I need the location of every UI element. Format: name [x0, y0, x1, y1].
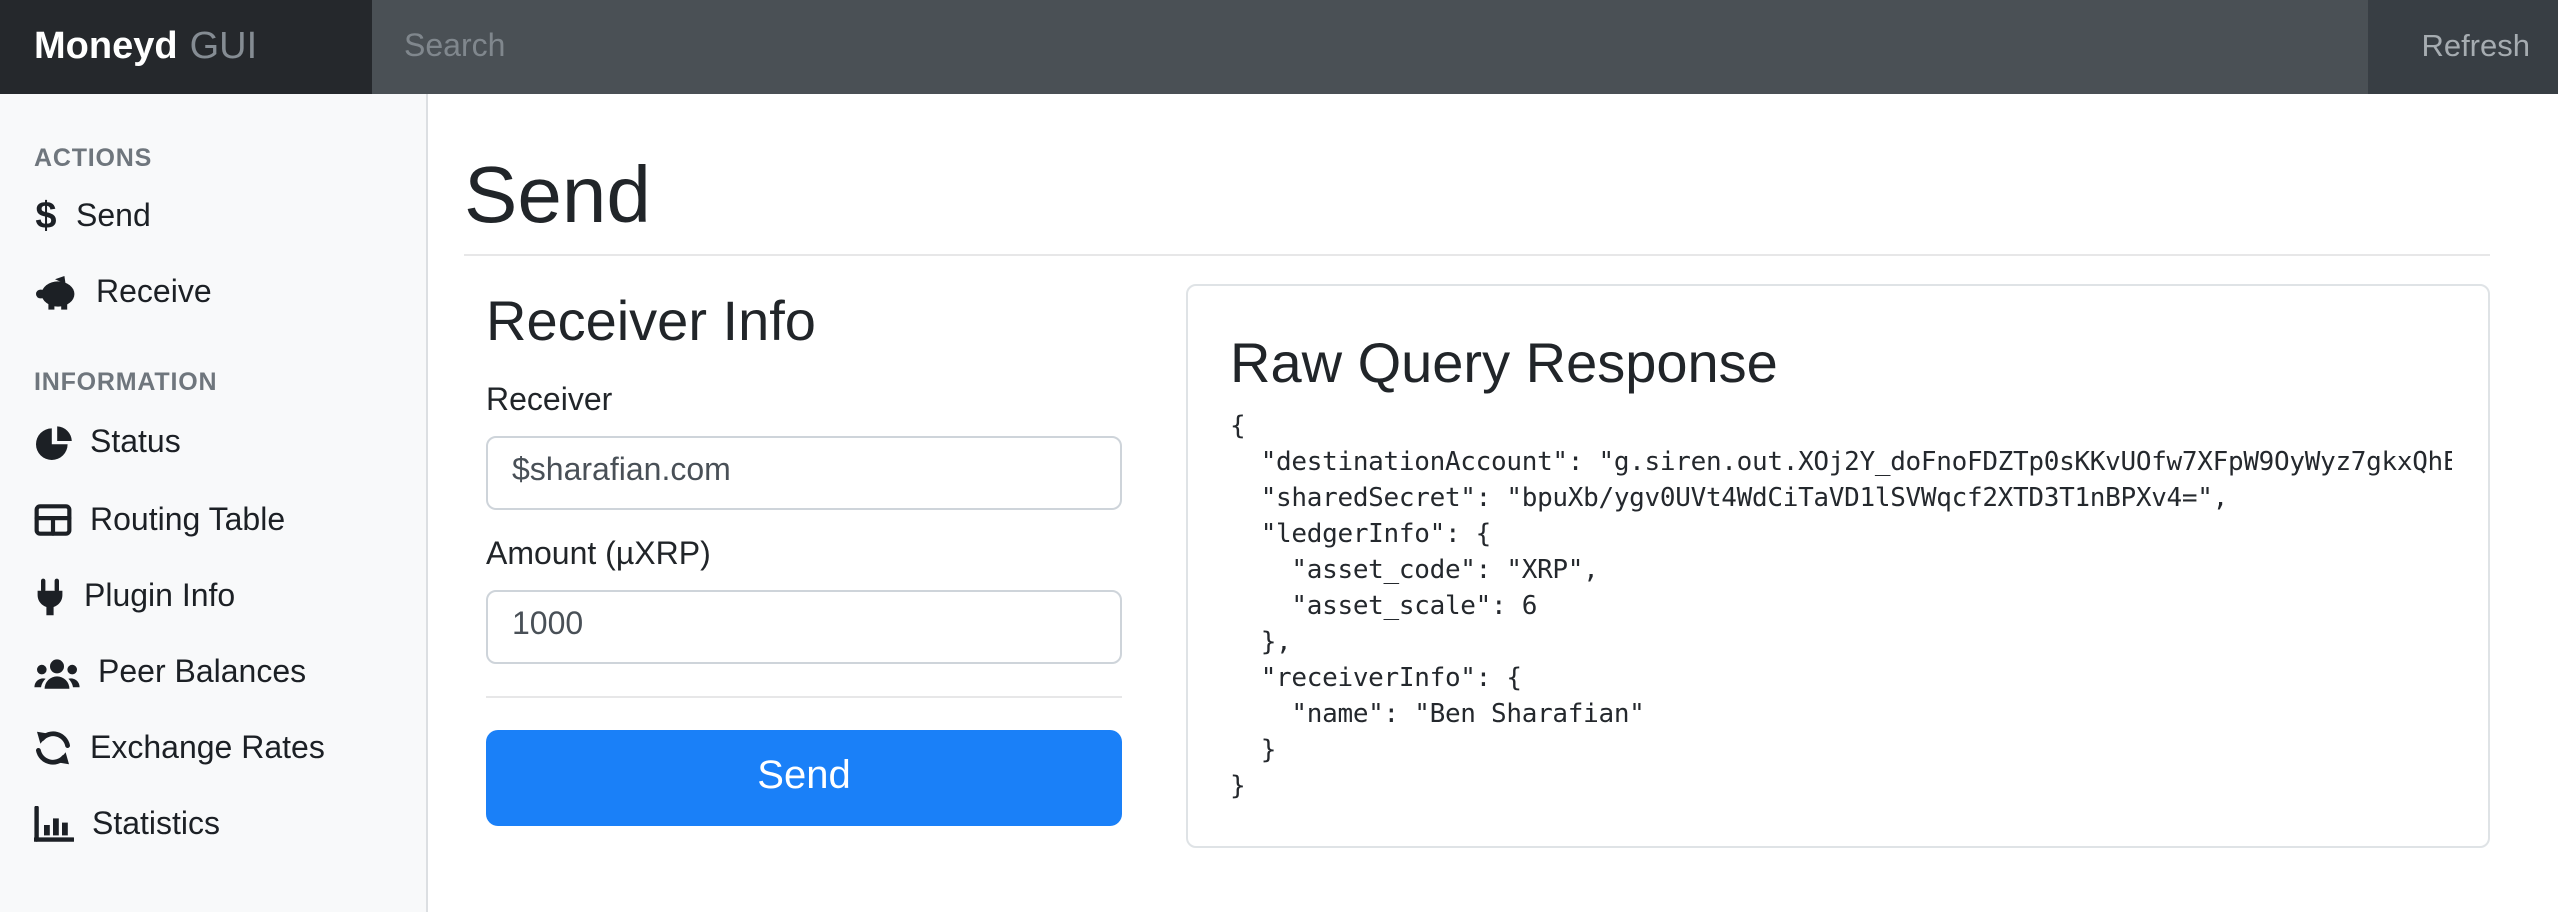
dollar-icon: $: [35, 196, 57, 238]
sidebar-item-label: Send: [76, 200, 151, 234]
sidebar-item-statistics[interactable]: Statistics: [34, 806, 410, 842]
sidebar-item-label: Plugin Info: [84, 580, 236, 614]
pie-chart-icon: [34, 424, 72, 462]
receiver-label: Receiver: [486, 383, 613, 418]
amount-label: Amount (µXRP): [486, 537, 711, 572]
sidebar: ACTIONS $ Send Receive INFORMATION: [0, 94, 428, 912]
refresh-button[interactable]: Refresh: [2421, 29, 2530, 63]
search-input[interactable]: [372, 0, 2368, 94]
sidebar-item-label: Status: [90, 426, 181, 460]
raw-query-response-title: Raw Query Response: [1230, 332, 1778, 394]
sidebar-item-label: Routing Table: [90, 503, 286, 537]
title-divider: [464, 254, 2490, 256]
sidebar-item-label: Peer Balances: [98, 656, 307, 690]
sidebar-item-label: Receive: [96, 275, 212, 309]
sidebar-item-peer-balances[interactable]: Peer Balances: [34, 656, 410, 690]
raw-query-response-card: Raw Query Response { "destinationAccount…: [1186, 284, 2490, 848]
sidebar-section-information: INFORMATION: [34, 368, 218, 396]
response-column: Raw Query Response { "destinationAccount…: [1186, 256, 2490, 848]
bar-chart-icon: [34, 806, 74, 842]
sidebar-item-send[interactable]: $ Send: [34, 196, 410, 238]
receiver-info-heading: Receiver Info: [486, 290, 816, 352]
sidebar-item-routing-table[interactable]: Routing Table: [34, 502, 410, 538]
table-icon: [34, 502, 72, 538]
sync-icon: [34, 730, 72, 766]
send-form: Receiver Info Receiver Amount (µXRP) Sen…: [486, 256, 1122, 826]
sidebar-item-receive[interactable]: Receive: [34, 274, 410, 310]
send-button[interactable]: Send: [486, 729, 1122, 826]
brand-link[interactable]: Moneyd GUI: [0, 0, 372, 94]
brand-secondary: GUI: [189, 25, 258, 67]
main-content: Send Receiver Info Receiver Amount (µXRP…: [428, 94, 2558, 912]
top-navbar: Moneyd GUI Refresh: [0, 0, 2558, 94]
navbar-right: Refresh: [2367, 0, 2558, 94]
form-divider: [486, 695, 1122, 698]
plug-icon: [34, 578, 66, 616]
brand-primary: Moneyd: [34, 25, 178, 67]
users-icon: [34, 656, 80, 690]
sidebar-item-label: Statistics: [92, 807, 221, 841]
sidebar-item-status[interactable]: Status: [34, 424, 410, 462]
sidebar-item-label: Exchange Rates: [90, 731, 325, 765]
piggy-bank-icon: [34, 274, 78, 310]
page-title: Send: [464, 152, 651, 240]
json-response: { "destinationAccount": "g.siren.out.XOj…: [1230, 411, 2452, 802]
sidebar-item-exchange-rates[interactable]: Exchange Rates: [34, 730, 410, 766]
receiver-field[interactable]: [486, 435, 1122, 510]
sidebar-section-actions: ACTIONS: [34, 144, 153, 172]
sidebar-item-plugin-info[interactable]: Plugin Info: [34, 578, 410, 616]
amount-field[interactable]: [486, 589, 1122, 664]
